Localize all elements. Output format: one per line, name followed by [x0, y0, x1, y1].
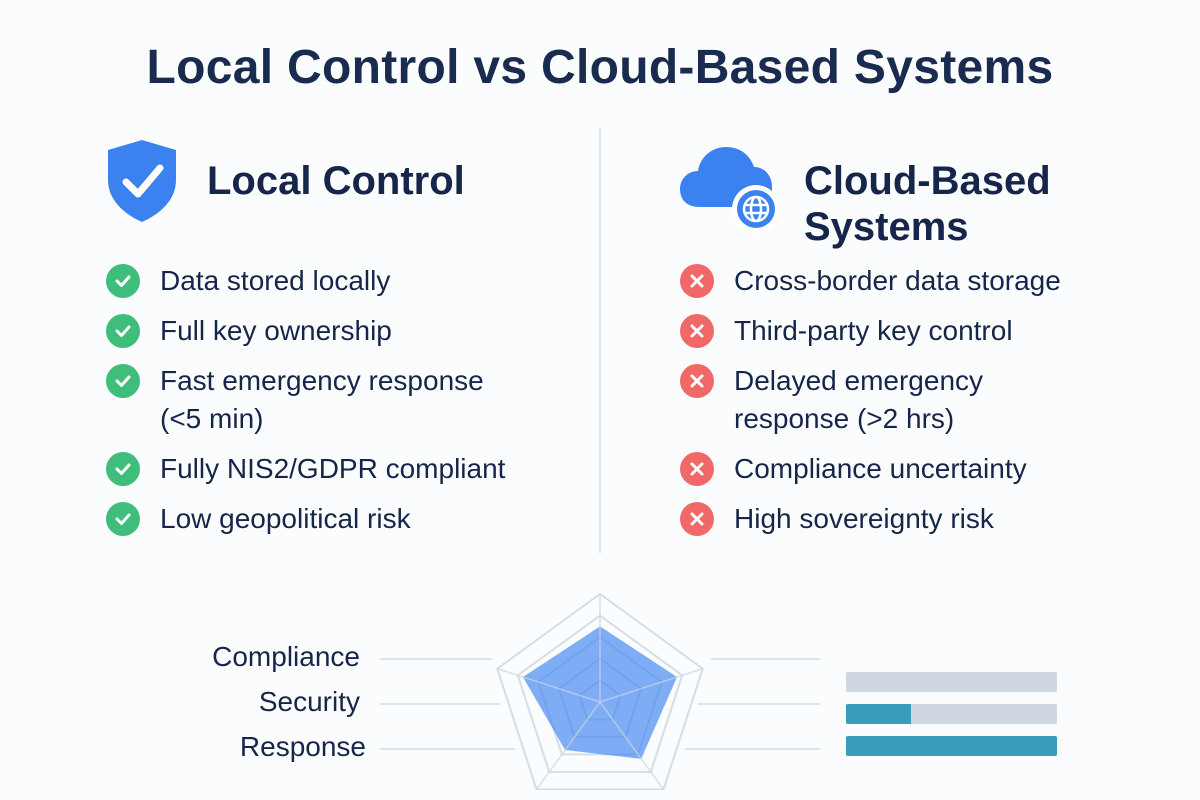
list-item: Fast emergency response (<5 min): [106, 362, 506, 438]
check-icon: [106, 502, 140, 536]
item-text: Full key ownership: [160, 315, 392, 346]
item-text: Fully NIS2/GDPR compliant: [160, 453, 506, 484]
label-response: Response: [239, 731, 366, 762]
bar-security: [846, 704, 1057, 724]
connector-line: [380, 703, 500, 705]
page-title: Local Control vs Cloud-Based Systems: [146, 41, 1054, 94]
cloud-globe-icon: [680, 143, 780, 238]
item-text: Fast emergency response (<5 min): [160, 365, 484, 434]
cloud-list: Cross-border data storage Third-party ke…: [680, 262, 1160, 550]
radar-ring: [496, 592, 704, 790]
radar-chart: [496, 592, 704, 790]
item-text: Data stored locally: [160, 265, 391, 296]
connector-line: [698, 703, 820, 705]
radar-axis: [497, 667, 601, 703]
connector-line: [380, 748, 515, 750]
radar-axis: [599, 667, 703, 703]
x-icon: [680, 264, 714, 298]
list-item: Full key ownership: [106, 312, 586, 350]
local-heading: Local Control: [207, 159, 465, 203]
list-item: Low geopolitical risk: [106, 500, 586, 538]
local-list: Data stored locally Full key ownership F…: [106, 262, 586, 550]
check-icon: [106, 364, 140, 398]
shield-check-icon: [106, 138, 178, 229]
label-security: Security: [258, 686, 360, 717]
item-text: Compliance uncertainty: [734, 453, 1027, 484]
item-text: Delayed emergency response (>2 hrs): [734, 365, 984, 434]
item-text: Cross-border data storage: [734, 265, 1061, 296]
list-item: High sovereignty risk: [680, 500, 1160, 538]
list-item: Cross-border data storage: [680, 262, 1160, 300]
item-text: High sovereignty risk: [734, 503, 994, 534]
item-text: Low geopolitical risk: [160, 503, 411, 534]
bar-fill: [846, 704, 912, 724]
radar-axis: [599, 701, 665, 790]
list-item: Compliance uncertainty: [680, 450, 1160, 488]
list-item: Data stored locally: [106, 262, 586, 300]
radar-ring: [516, 614, 684, 773]
x-icon: [680, 502, 714, 536]
x-icon: [680, 364, 714, 398]
cloud-heading: Cloud-Based Systems: [804, 159, 1051, 249]
bar-response: [846, 736, 1057, 756]
check-icon: [106, 452, 140, 486]
check-icon: [106, 264, 140, 298]
radar-axis: [535, 701, 601, 790]
bar-compliance: [846, 672, 1057, 692]
item-text: Third-party key control: [734, 315, 1013, 346]
connector-line: [711, 658, 820, 660]
bar-fill: [846, 736, 1057, 756]
connector-line: [685, 748, 820, 750]
label-compliance: Compliance: [212, 641, 360, 672]
list-item: Delayed emergency response (>2 hrs): [680, 362, 1040, 438]
x-icon: [680, 314, 714, 348]
check-icon: [106, 314, 140, 348]
column-divider: [599, 128, 601, 553]
connector-line: [380, 658, 492, 660]
list-item: Fully NIS2/GDPR compliant: [106, 450, 586, 488]
x-icon: [680, 452, 714, 486]
list-item: Third-party key control: [680, 312, 1160, 350]
